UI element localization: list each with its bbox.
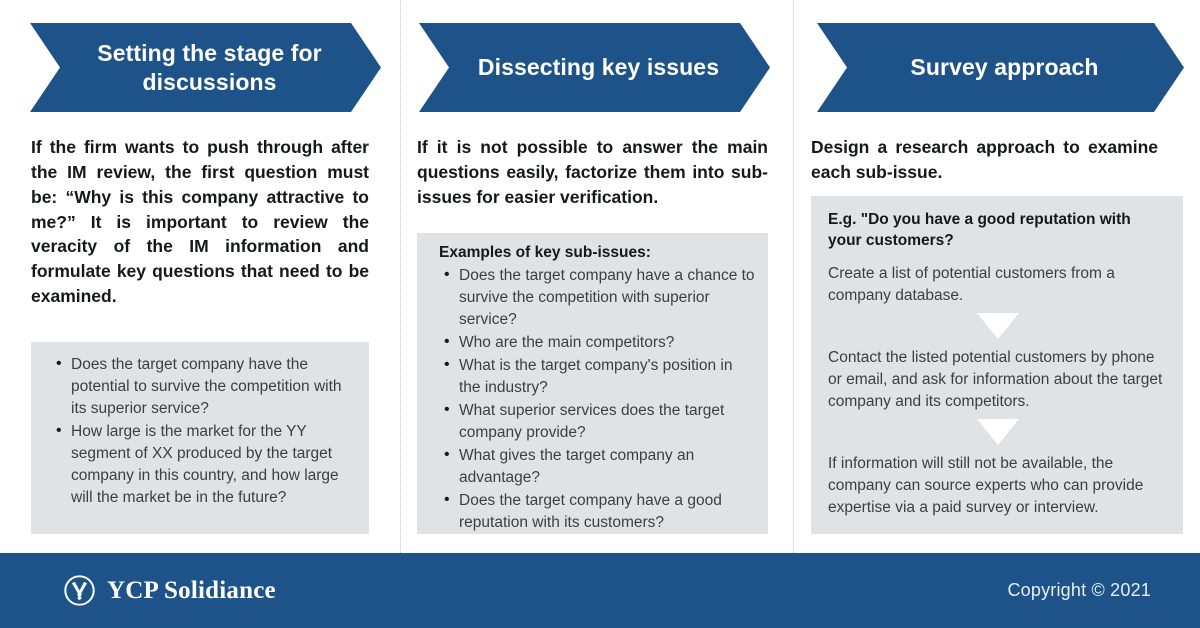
flow-step-3: If information will still not be availab… [828, 455, 1144, 517]
column-dissecting-key-issues: Dissecting key issues If it is not possi… [400, 0, 793, 553]
bullet-list-2: Does the target company have a chance to… [429, 264, 756, 534]
list-item: Does the target company have a good repu… [444, 489, 756, 534]
down-arrow-icon-1 [828, 313, 1167, 340]
column-header-label-2: Dissecting key issues [477, 54, 720, 81]
copyright-text: Copyright © 2021 [1007, 580, 1151, 600]
column-header-banner-1: Setting the stage for discussions [30, 23, 381, 112]
key-questions-panel-1: Does the target company have the potenti… [31, 342, 369, 534]
list-item: Who are the main competitors? [444, 331, 756, 354]
flow-step-2: Contact the listed potential customers b… [828, 349, 1163, 411]
list-item: What superior services does the target c… [444, 399, 756, 444]
column-setting-the-stage: Setting the stage for discussions If the… [0, 0, 400, 553]
column-header-banner-3: Survey approach [817, 23, 1184, 112]
down-arrow-icon-2 [828, 419, 1167, 446]
list-item: What gives the target company an advanta… [444, 444, 756, 489]
column-survey-approach: Survey approach Design a research approa… [793, 0, 1200, 553]
columns-container: Setting the stage for discussions If the… [0, 0, 1200, 553]
list-item: Does the target company have a chance to… [444, 264, 756, 331]
column-intro-paragraph-2: If it is not possible to answer the main… [417, 137, 768, 207]
sub-issues-panel-2: Examples of key sub-issues: Does the tar… [417, 233, 768, 534]
column-intro-paragraph-1: If the firm wants to push through after … [31, 137, 369, 307]
brand-lockup: YCP Solidiance [63, 574, 276, 607]
list-item: What is the target company's position in… [444, 354, 756, 399]
list-item: How large is the market for the YY segme… [56, 420, 355, 509]
column-header-label-3: Survey approach [910, 54, 1099, 81]
column-header-banner-2: Dissecting key issues [419, 23, 770, 112]
column-header-label-1: Setting the stage for discussions [97, 40, 322, 95]
survey-flow-panel-3: E.g. "Do you have a good reputation with… [811, 196, 1183, 534]
list-item: Does the target company have the potenti… [56, 353, 355, 420]
page-footer: YCP Solidiance Copyright © 2021 [0, 553, 1200, 628]
column-intro-paragraph-3: Design a research approach to examine ea… [811, 137, 1158, 182]
flow-title: E.g. "Do you have a good reputation with… [828, 211, 1131, 249]
brand-name: YCP Solidiance [107, 576, 276, 604]
flow-step-1: Create a list of potential customers fro… [828, 265, 1115, 305]
bullet-list-1: Does the target company have the potenti… [41, 353, 355, 509]
panel-heading-2: Examples of key sub-issues: [439, 244, 651, 261]
ycp-circle-y-logo-icon [64, 575, 95, 606]
